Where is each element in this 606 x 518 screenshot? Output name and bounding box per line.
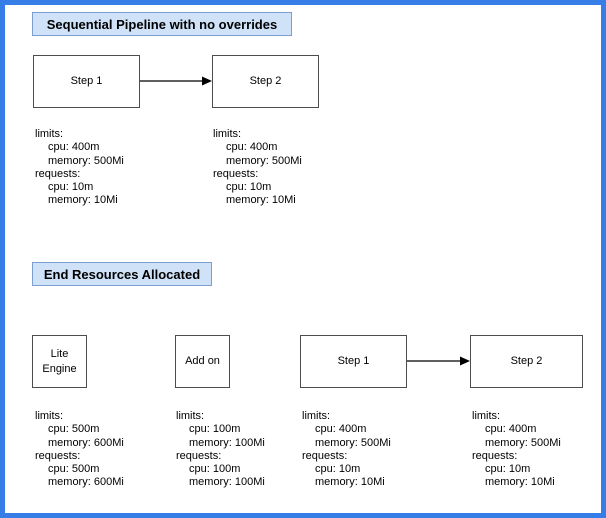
resource-line: memory: 100Mi — [189, 476, 265, 489]
resources-add-on: limits: cpu: 100m memory: 100Mi requests… — [176, 410, 265, 490]
resource-line: requests: — [35, 449, 81, 462]
resource-line: limits: — [176, 410, 205, 422]
node-lite-engine[interactable]: Lite Engine — [32, 335, 87, 388]
node-add-on-label: Add on — [185, 355, 220, 367]
resource-line: cpu: 10m — [48, 181, 94, 194]
node-step1-top-label: Step 1 — [70, 75, 103, 87]
resource-line: memory: 500Mi — [315, 436, 391, 449]
resource-line: cpu: 400m — [48, 141, 100, 154]
resource-line: cpu: 500m — [48, 423, 100, 436]
resource-line: limits: — [35, 128, 64, 140]
resource-line: requests: — [35, 167, 81, 180]
resource-line: memory: 600Mi — [48, 436, 124, 449]
resource-line: cpu: 100m — [189, 423, 241, 436]
arrow-step1-to-step2-top[interactable] — [140, 71, 212, 91]
resource-line: cpu: 400m — [485, 423, 537, 436]
node-step1-top[interactable]: Step 1 — [33, 55, 140, 108]
resource-line: memory: 500Mi — [226, 154, 302, 167]
resource-line: requests: — [472, 449, 518, 462]
resource-line: memory: 600Mi — [48, 476, 124, 489]
resource-line: memory: 10Mi — [48, 194, 118, 207]
resources-step2-top: limits: cpu: 400m memory: 500Mi requests… — [213, 128, 302, 208]
resource-line: cpu: 10m — [485, 463, 531, 476]
resource-line: limits: — [35, 410, 64, 422]
resources-step1-bottom: limits: cpu: 400m memory: 500Mi requests… — [302, 410, 391, 490]
resource-line: limits: — [302, 410, 331, 422]
node-step2-top-label: Step 2 — [249, 75, 282, 87]
node-step1-bottom-label: Step 1 — [337, 355, 370, 367]
node-add-on[interactable]: Add on — [175, 335, 230, 388]
resources-step1-top: limits: cpu: 400m memory: 500Mi requests… — [35, 128, 124, 208]
resource-line: requests: — [302, 449, 348, 462]
resource-line: cpu: 500m — [48, 463, 100, 476]
resource-line: requests: — [176, 449, 222, 462]
section-title-sequential-pipeline[interactable]: Sequential Pipeline with no overrides — [32, 12, 292, 36]
resource-line: limits: — [472, 410, 501, 422]
resources-step2-bottom: limits: cpu: 400m memory: 500Mi requests… — [472, 410, 561, 490]
arrow-step1-to-step2-bottom[interactable] — [407, 351, 470, 371]
resource-line: memory: 10Mi — [315, 476, 385, 489]
resource-line: cpu: 10m — [315, 463, 361, 476]
resource-line: limits: — [213, 128, 242, 140]
arrowhead-icon — [202, 76, 212, 86]
resource-line: memory: 100Mi — [189, 436, 265, 449]
resource-line: memory: 500Mi — [485, 436, 561, 449]
section-title-end-resources[interactable]: End Resources Allocated — [32, 262, 212, 286]
resource-line: memory: 10Mi — [226, 194, 296, 207]
resource-line: cpu: 400m — [315, 423, 367, 436]
resource-line: cpu: 100m — [189, 463, 241, 476]
node-step2-bottom-label: Step 2 — [510, 355, 543, 367]
resources-lite-engine: limits: cpu: 500m memory: 600Mi requests… — [35, 410, 124, 490]
node-step1-bottom[interactable]: Step 1 — [300, 335, 407, 388]
node-lite-engine-label-line1: Lite — [50, 347, 69, 360]
resource-line: requests: — [213, 167, 259, 180]
resource-line: cpu: 400m — [226, 141, 278, 154]
resource-line: memory: 500Mi — [48, 154, 124, 167]
resource-line: cpu: 10m — [226, 181, 272, 194]
resource-line: memory: 10Mi — [485, 476, 555, 489]
node-step2-bottom[interactable]: Step 2 — [470, 335, 583, 388]
arrowhead-icon — [460, 356, 470, 366]
node-lite-engine-label-line2: Engine — [42, 362, 77, 375]
node-step2-top[interactable]: Step 2 — [212, 55, 319, 108]
